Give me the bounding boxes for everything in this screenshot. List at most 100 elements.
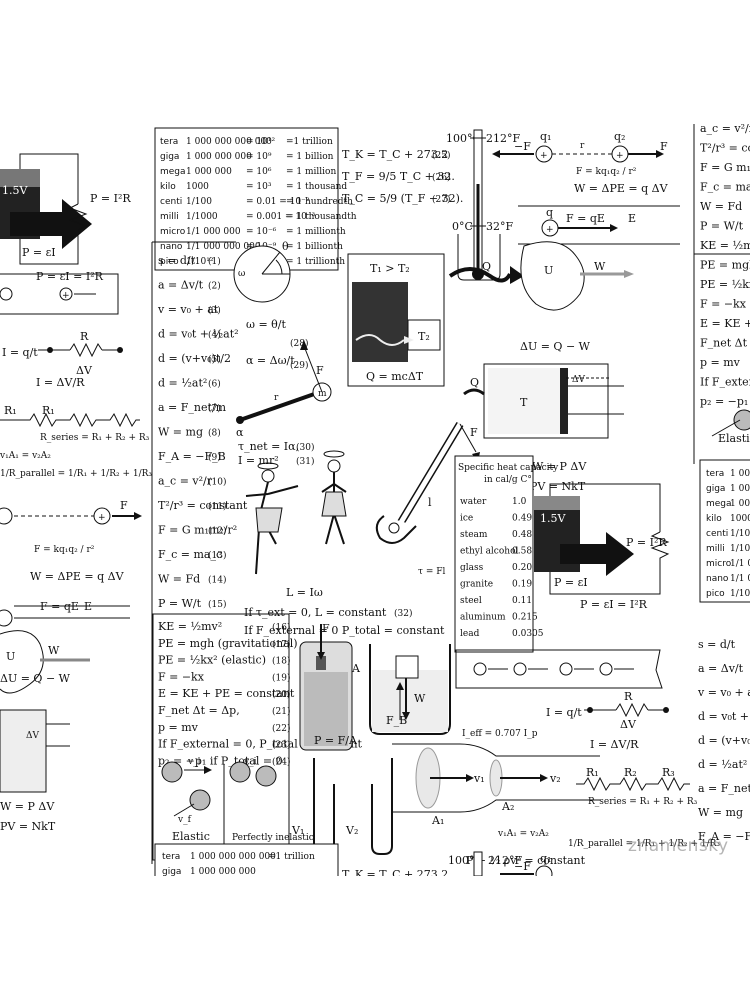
svg-text:P = εI = I²R: P = εI = I²R [580,598,648,611]
svg-text:P + ½ ρv² = constant: P + ½ ρv² = constant [466,854,586,867]
equation-number: (10) [208,477,226,488]
svg-text:PV = NkT: PV = NkT [0,820,56,833]
prefix-word: = 1 billion [286,152,334,162]
svg-text:P = F/A: P = F/A [314,734,358,747]
svg-text:R₂: R₂ [624,766,637,779]
svg-text:Perfectly inelastic: Perfectly inelastic [232,833,314,843]
prefix-name: micro [160,227,186,237]
ohm-law-center: I = q/t R ΔV I = ΔV/R I_eff = 0.707 I_p [462,690,669,751]
svg-text:α = Δω/t: α = Δω/t [246,354,295,367]
battery-circuit: 1.5V P = I²R P = εI P = εI = I²R [534,483,670,611]
svg-text:+: + [546,225,554,235]
equation-number: (21) [272,706,290,717]
svg-text:1/R_parallel = 1/R₁ + 1/R₂ + 1: 1/R_parallel = 1/R₁ + 1/R₂ + 1/R₃ [568,839,720,849]
manometer: P = F/A V₁ V₂ [291,734,393,855]
kinematics-equation: F_A = −F_B [158,450,226,463]
kinematics-equation: d = ½at² [158,377,207,390]
specific-heat-value: 0.215 [512,613,538,623]
equation-number: (22) [272,723,290,734]
specific-heat-value: 1.0 [512,497,527,507]
right-formula: KE = ½mv² [700,239,750,252]
svg-text:212°F: 212°F [488,854,522,867]
svg-text:(28): (28) [290,338,308,349]
positive-charge [473,662,487,676]
right-formula: PE = mgh [700,259,750,272]
right-formula: If F_external = [700,376,750,389]
svg-text:P = I²R: P = I²R [626,536,667,549]
beaker-buoyancy: W F_B [369,644,451,735]
svg-text:V₁: V₁ [291,824,304,837]
prefix-word: =1 trillion [286,137,333,147]
piston-diagram: ΔV T Q W = P ΔV PV = NkT [463,363,624,493]
bottom-prefix-table: tera 1 000 000 000 000 =1 trillion giga … [154,843,339,876]
svg-text:1.5V: 1.5V [540,512,566,525]
svg-text:W: W [48,644,60,657]
svg-text:v_i: v_i [243,757,257,767]
prefix-name: mega [160,167,186,177]
rotation-diagram: θ ω ω = θ/t (28) α = Δω/t (29) m F r α τ… [233,240,332,467]
kinematics-equation: W = mg [698,806,743,819]
right-formula: F_c = ma_c [700,181,750,194]
equation-number: (19) [272,672,290,683]
svg-text:τ_net = Iα,: τ_net = Iα, [238,440,299,453]
svg-text:I = ΔV/R: I = ΔV/R [36,376,85,389]
equation-number: (4) [208,330,221,341]
svg-text:(27): (27) [432,194,450,205]
material-name: steel [460,596,482,606]
equation-number: (14) [208,575,226,586]
prefix-name: micro [706,559,732,569]
svg-text:W = ΔPE = q ΔV: W = ΔPE = q ΔV [30,570,125,583]
left-heat-blob: U W ΔU = Q − W ΔV W = P ΔV PV = NkT [0,630,90,833]
prefix-value: 1/100 [186,197,212,207]
svg-text:F = qE: F = qE [40,600,79,613]
prefix-name: milli [706,544,725,554]
kinematics-equation: d = v₀t + ½at² [158,328,239,341]
svg-text:1 000 000 000: 1 000 000 000 [190,867,256,876]
prefix-word: = 1 thousand [286,182,347,192]
kinematics-equation: a = F_net/m [698,782,750,795]
positive-charge [513,662,527,676]
svg-text:Elastic: Elastic [718,432,750,445]
svg-text:R: R [80,330,89,343]
energy-equation: F_net Δt = Δp, [158,704,240,717]
charged-wire [455,649,663,689]
kinematics-equation: v = v₀ + at [157,303,219,316]
material-name: ice [460,514,473,524]
prefix-power: = 10⁻⁶ [246,227,277,237]
svg-text:R₁: R₁ [4,404,17,417]
coulomb-force-diagram: q₁ q₂ −F F + r + F = kq₁q₂ / r² W = ΔPE … [492,130,680,245]
svg-text:I_eff = 0.707 I_p: I_eff = 0.707 I_p [462,729,538,739]
prefix-value: 1/1000 [730,544,750,554]
svg-text:1 000 000 000 000: 1 000 000 000 000 [190,852,276,862]
prefix-name: tera [160,137,178,147]
svg-text:P = εI: P = εI [22,246,56,259]
svg-text:R₁: R₁ [42,404,55,417]
energy-equation: KE = ½mv² [158,620,222,633]
svg-text:Q: Q [482,260,491,273]
specific-heat-table: Specific heat capacity in cal/g C° water… [454,455,559,653]
prefix-power: = 0.01 = 10⁻² [246,197,310,207]
left-resistor-series: R₁ R₁ R_series = R₁ + R₂ + R₃ v₁A₁ = v₂A… [0,404,152,479]
specific-heat-value: 0.0305 [512,629,544,639]
equation-number: (24) [272,756,290,767]
svg-text:F = kq₁q₂ / r²: F = kq₁q₂ / r² [34,545,95,555]
svg-text:If τ_ext = 0, L = constant: If τ_ext = 0, L = constant [244,606,387,619]
svg-text:+: + [98,513,106,523]
svg-text:ΔV: ΔV [620,718,637,731]
prefix-value: 1 000 000 [186,167,232,177]
left-battery-circuit: 1.5V P = I²R P = εI P = εI = I²R [0,153,131,283]
left-coulomb: + F F = kq₁q₂ / r² W = ΔPE = q ΔV F = qE… [0,499,142,627]
svg-text:U: U [544,264,553,277]
equation-number: (11) [208,501,226,512]
svg-text:P = εI = I²R: P = εI = I²R [36,270,104,283]
svg-text:v₁A₁ = v₂A₂: v₁A₁ = v₂A₂ [497,829,549,839]
energy-equations: KE = ½mv²(16)PE = mgh (gravitational)(17… [152,613,363,861]
svg-text:R₁: R₁ [586,766,599,779]
kinematics-equation: a = Δv/t [698,662,744,675]
svg-text:W = P ΔV: W = P ΔV [532,460,587,473]
right-formula: p = mv [700,356,741,369]
svg-text:I = q/t: I = q/t [2,346,38,359]
right-edge-kinematics: s = d/ta = Δv/tv = v₀ + atd = v₀t + ½at²… [697,638,750,843]
equation-number: (3) [208,305,221,316]
svg-text:R₃: R₃ [662,766,675,779]
